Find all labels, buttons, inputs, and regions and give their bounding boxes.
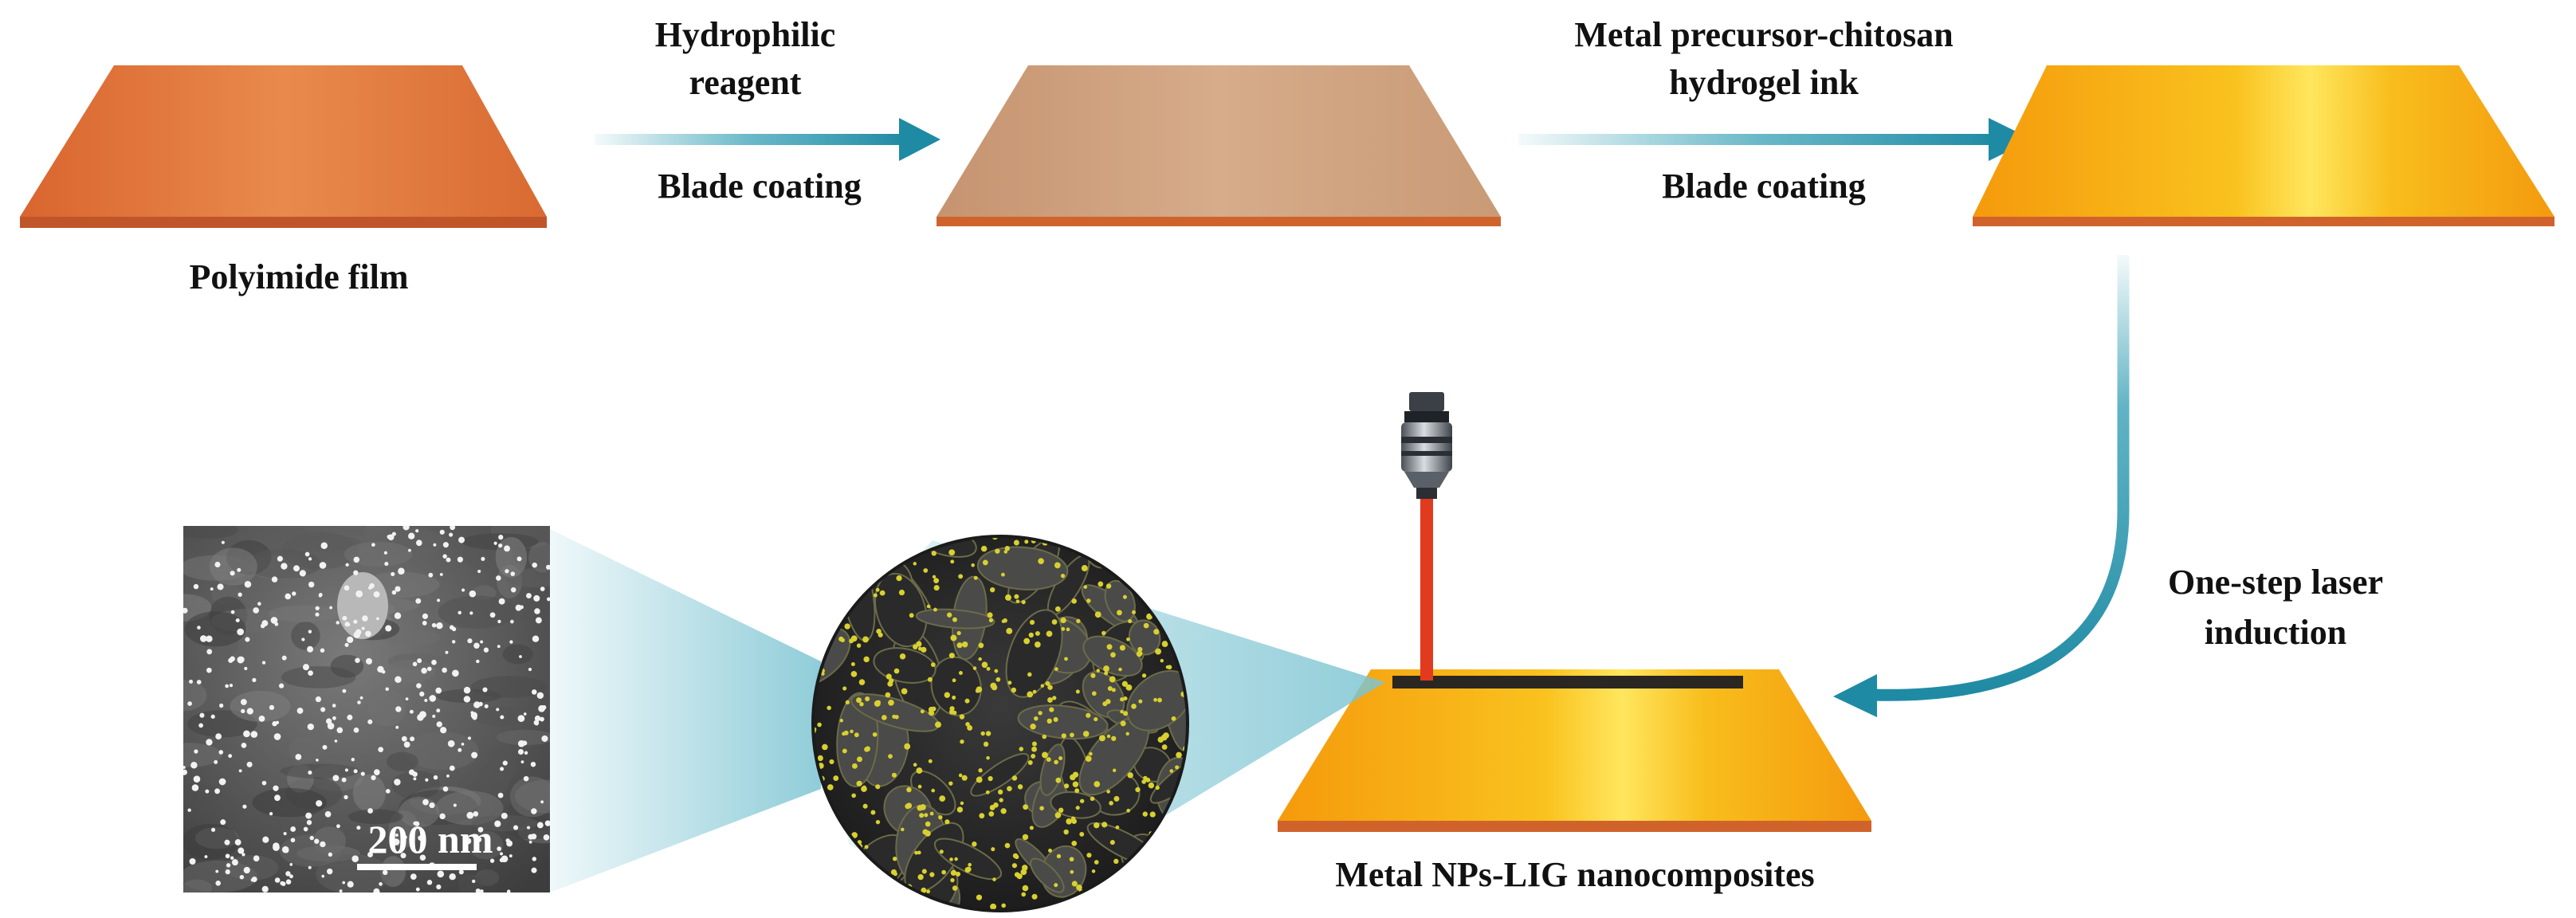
polyimide-film-panel: [20, 65, 547, 228]
hydrogel-film-edge: [1973, 217, 2554, 226]
lig-film-top: [1278, 669, 1871, 821]
step2-ink-line1: Metal precursor-chitosan: [1574, 15, 1953, 54]
step2-method-label: Blade coating: [1662, 167, 1865, 206]
step1-method-label: Blade coating: [658, 167, 861, 206]
product-label: Metal NPs-LIG nanocomposites: [1335, 855, 1814, 894]
arrow-step-3: [1833, 255, 2130, 717]
hydrogel-film-top: [1973, 65, 2554, 217]
step2-ink-line2: hydrogel ink: [1669, 63, 1859, 102]
lig-film-edge: [1278, 821, 1871, 832]
zoom-beam-circle-to-sem: [550, 529, 821, 892]
polyimide-film-label: Polyimide film: [190, 257, 409, 296]
arrow-step-1: [595, 118, 940, 161]
step3-line1: One-step laser: [2168, 563, 2383, 602]
polyimide-film-edge: [20, 217, 547, 228]
scale-bar: [357, 864, 477, 870]
hydrogel-film-panel: [1973, 65, 2554, 226]
lig-track: [1392, 676, 1743, 688]
step1-reagent-line2: reagent: [689, 63, 802, 102]
lig-film-panel: [1278, 669, 1871, 832]
scale-bar-label: 200 nm: [368, 817, 493, 861]
arrow-step-2: [1518, 118, 2032, 161]
step1-reagent-line1: Hydrophilic: [655, 15, 836, 54]
hydrophilic-film-top: [937, 65, 1501, 217]
laser-objective-icon: [1401, 392, 1452, 499]
laser-beam: [1420, 499, 1433, 681]
lig-zoom-circle: [811, 535, 1189, 912]
hydrophilic-film-panel: [937, 65, 1501, 226]
polyimide-film-top: [20, 65, 547, 217]
hydrophilic-film-edge: [937, 217, 1501, 226]
sem-image: 200 nm: [183, 526, 550, 892]
step3-line2: induction: [2205, 613, 2347, 652]
